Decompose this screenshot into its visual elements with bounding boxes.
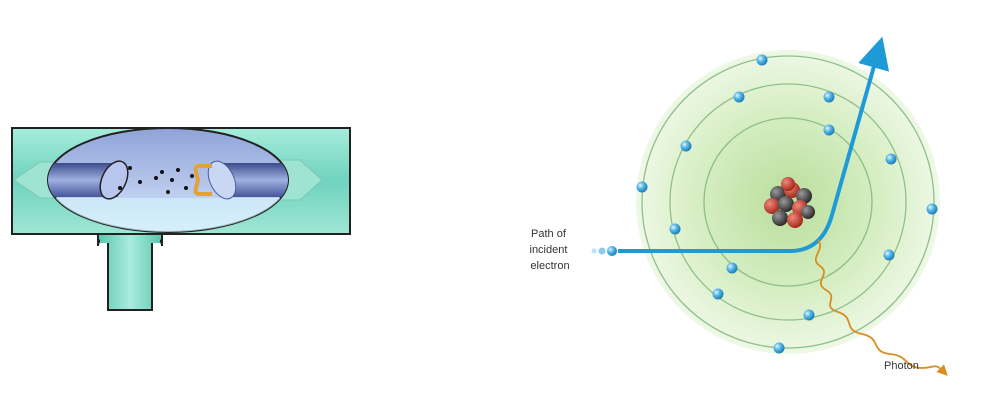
electron bbox=[773, 342, 785, 354]
svg-text:Path of incident e: Path of incident electron bbox=[530, 228, 571, 272]
electron-path bbox=[618, 36, 890, 253]
photon-label: Photon bbox=[884, 360, 919, 372]
bremsstrahlung-diagram: Path of incident electron Photon bbox=[530, 36, 948, 376]
electron bbox=[669, 223, 681, 235]
vertical-stem bbox=[97, 233, 163, 311]
path-label-line3: electron bbox=[530, 260, 569, 272]
orbit-outer bbox=[641, 55, 935, 349]
electron bbox=[885, 153, 897, 165]
xray-tube-diagram bbox=[11, 127, 351, 311]
electron bbox=[883, 249, 895, 261]
nucleus bbox=[764, 177, 815, 228]
filament-bracket bbox=[193, 164, 212, 196]
electron bbox=[823, 91, 835, 103]
electron bbox=[756, 54, 768, 66]
orbit-middle bbox=[669, 83, 907, 321]
path-label-line2: incident bbox=[530, 244, 568, 256]
orbital-electrons bbox=[636, 54, 938, 354]
path-label-line1: Path of bbox=[531, 228, 567, 240]
electron bbox=[636, 181, 648, 193]
electron bbox=[712, 288, 724, 300]
incident-electron bbox=[591, 246, 617, 256]
photon-path bbox=[814, 239, 948, 376]
electron bbox=[803, 309, 815, 321]
electron bbox=[680, 140, 692, 152]
electron bbox=[726, 262, 738, 274]
electron bbox=[823, 124, 835, 136]
orbit-inner bbox=[703, 117, 873, 287]
electrons bbox=[118, 166, 194, 194]
electron bbox=[926, 203, 938, 215]
electron bbox=[733, 91, 745, 103]
